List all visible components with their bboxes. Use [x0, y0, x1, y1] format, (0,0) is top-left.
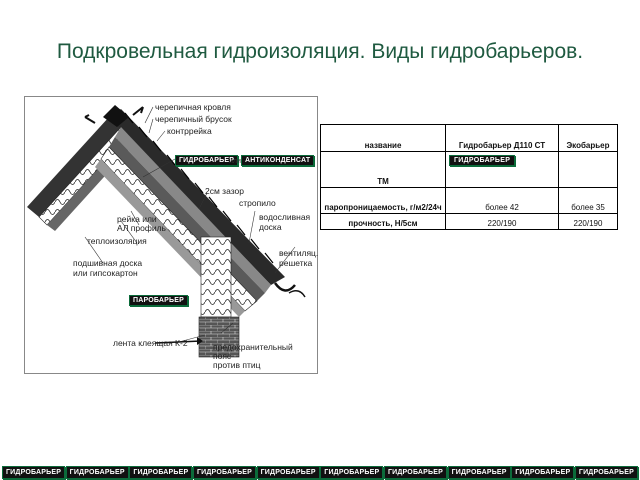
- header-hydrobarrier: Гидробарьер Д110 СТ: [445, 124, 559, 152]
- table-row: прочность, Н/5см 220/190 220/190: [320, 213, 618, 230]
- cell-strength-hydro: 220/190: [445, 213, 559, 230]
- footer-brand-badge: ГИДРОБАРЬЕР: [129, 465, 193, 479]
- or-word: или: [229, 158, 241, 165]
- parobarrier-badge: ПАРОБАРЬЕР: [129, 295, 188, 306]
- slide-title: Подкровельная гидроизоляция. Виды гидроб…: [56, 40, 584, 63]
- footer-brand-badge: ГИДРОБАРЬЕР: [320, 465, 384, 479]
- footer-brand-badge: ГИДРОБАРЬЕР: [383, 465, 448, 479]
- label-gap: 2см зазор: [205, 186, 244, 196]
- cell-strength-eco: 220/190: [558, 213, 618, 230]
- table-row: ТМ ГИДРОБАРЬЕР: [320, 151, 618, 188]
- footer-brand-badge: ГИДРОБАРЬЕР: [574, 465, 638, 479]
- cell-tm-eco: [558, 151, 618, 188]
- roof-cross-section: [27, 105, 306, 358]
- label-sheathing-1: подшивная доска: [73, 258, 143, 268]
- label-sheathing-2: или гипсокартон: [73, 268, 138, 278]
- label-counter-batten: контррейка: [167, 126, 212, 136]
- footer-brand-badge: ГИДРОБАРЬЕР: [256, 465, 320, 479]
- table-header-row: название Гидробарьер Д110 СТ Экобарьер: [320, 124, 618, 152]
- brand-logo: ГИДРОБАРЬЕР: [449, 155, 516, 166]
- label-tape: лента клеящая К-2: [113, 338, 188, 348]
- label-rafter: стропило: [239, 198, 276, 208]
- label-vent-1: вентиляц.: [279, 248, 319, 258]
- roof-diagram: черепичная кровля черепичный брусок конт…: [24, 96, 318, 374]
- row-label-strength: прочность, Н/5см: [320, 213, 446, 230]
- header-ecobarrier: Экобарьер: [558, 124, 618, 152]
- label-tile-batten: черепичный брусок: [155, 114, 232, 124]
- label-rail: рейка или: [117, 214, 157, 224]
- anticondensate-badge: АНТИКОНДЕНСАТ: [241, 155, 315, 166]
- footer-brand-badge: ГИДРОБАРЬЕР: [511, 465, 575, 479]
- hydrobarrier-badge: ГИДРОБАРЬЕР: [175, 155, 239, 166]
- label-protective-1: предохранительный: [213, 342, 293, 352]
- specs-table: название Гидробарьер Д110 СТ Экобарьер Т…: [320, 124, 618, 230]
- table-row: паропроницаемость, г/м2/24ч более 42 бол…: [320, 187, 618, 214]
- label-drain-board-1: водосливная: [259, 212, 311, 222]
- label-drain-board-2: доска: [259, 222, 282, 232]
- label-tile-roof: черепичная кровля: [155, 102, 231, 112]
- row-label-permeability: паропроницаемость, г/м2/24ч: [320, 187, 446, 214]
- row-label-tm: ТМ: [320, 151, 446, 188]
- footer-brand-badge: ГИДРОБАРЬЕР: [65, 465, 129, 479]
- label-al-profile: АЛ профиль: [117, 223, 166, 233]
- label-insulation: теплоизоляция: [87, 236, 147, 246]
- label-protective-2: пояс: [213, 351, 232, 361]
- footer-brand-badge: ГИДРОБАРЬЕР: [2, 465, 66, 479]
- label-protective-3: против птиц: [213, 360, 261, 370]
- label-vent-2: решетка: [279, 258, 313, 268]
- footer-brand-badge: ГИДРОБАРЬЕР: [447, 465, 511, 479]
- cell-tm-logo: ГИДРОБАРЬЕР: [445, 151, 559, 188]
- header-name: название: [320, 124, 446, 152]
- cell-permeability-hydro: более 42: [445, 187, 559, 214]
- cell-permeability-eco: более 35: [558, 187, 618, 214]
- footer-brand-badge: ГИДРОБАРЬЕР: [192, 465, 257, 479]
